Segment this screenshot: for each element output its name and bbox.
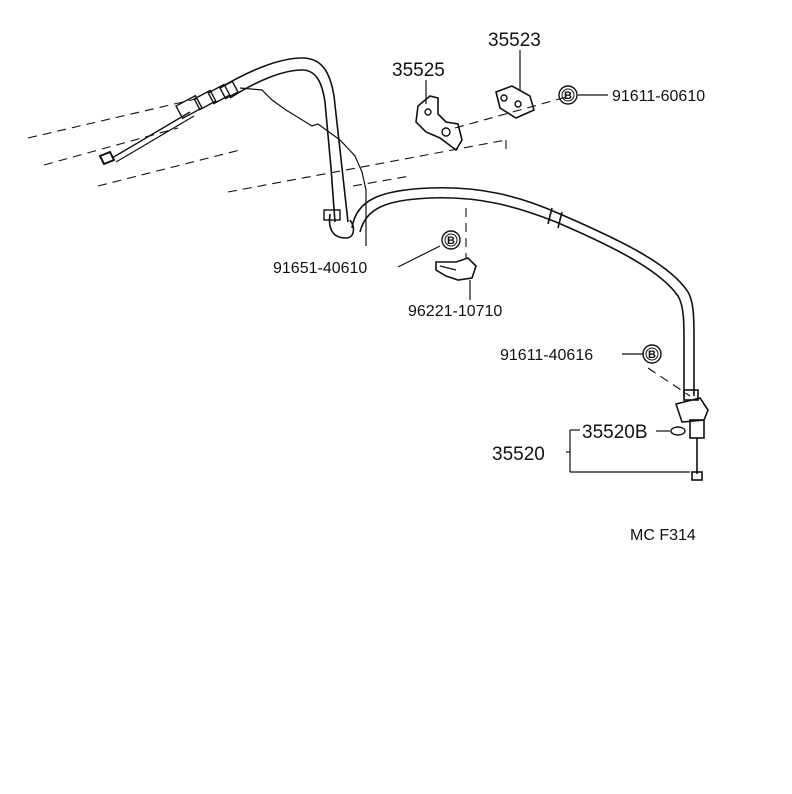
- label-35523: 35523: [488, 30, 541, 51]
- lower-adjuster: [670, 389, 709, 481]
- bracket-35525: [415, 95, 463, 152]
- label-91611-40616: 91611-40616: [500, 347, 593, 364]
- badge-letter: B: [648, 349, 656, 361]
- badge-b-2: B: [441, 230, 461, 250]
- badge-b-3: B: [642, 344, 662, 364]
- body-outline: [239, 87, 367, 246]
- badge-letter: B: [447, 235, 455, 247]
- label-91611-60610: 91611-60610: [612, 88, 705, 105]
- upper-cable: [98, 57, 355, 239]
- label-91651-40610: 91651-40610: [273, 260, 367, 277]
- clip-96221-10710: [435, 257, 477, 281]
- bracket-35523: [495, 85, 535, 119]
- figure-code: MC F314: [630, 527, 696, 544]
- badge-letter: B: [564, 90, 572, 102]
- label-35520: 35520: [492, 444, 545, 465]
- label-35525: 35525: [392, 60, 445, 81]
- main-cable: [351, 186, 695, 396]
- leader-lines: [397, 50, 690, 473]
- alignment-lines: [27, 95, 691, 397]
- label-96221-10710: 96221-10710: [408, 303, 502, 320]
- label-35520B: 35520B: [582, 422, 648, 443]
- badge-b-1: B: [558, 85, 578, 105]
